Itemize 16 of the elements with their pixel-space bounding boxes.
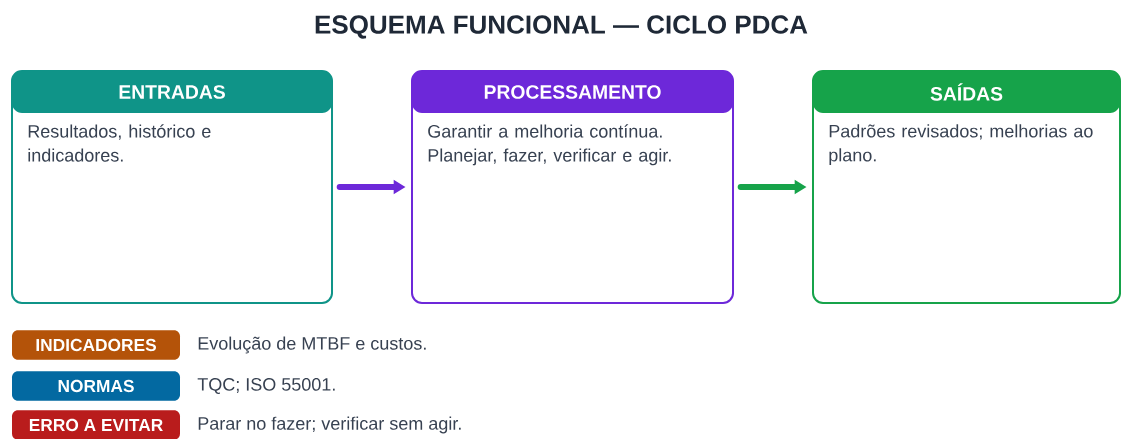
badge: INDICADORES [12,330,180,360]
description: Parar no fazer; verificar sem agir. [198,416,461,434]
card-header: SAÍDAS [813,71,1120,113]
card [812,70,1121,304]
body-text: Garantir a melhoria contínua. Planejar, fazer, verificar e agir. [428,124,671,166]
card-header: ENTRADAS [12,71,332,113]
card [11,70,333,304]
title: ESQUEMA FUNCIONAL — CICLO PDCA [315,15,808,39]
card [411,70,734,304]
body-text: Padrões revisados; melhorias ao plano. [829,124,1093,166]
badge: NORMAS [12,371,180,401]
body-text: Resultados, histórico e indicadores. [28,124,211,162]
badge: ERRO A EVITAR [12,410,180,439]
description: Evolução de MTBF e custos. [198,336,426,354]
description: TQC; ISO 55001. [197,378,335,394]
card-header: PROCESSAMENTO [412,71,733,113]
